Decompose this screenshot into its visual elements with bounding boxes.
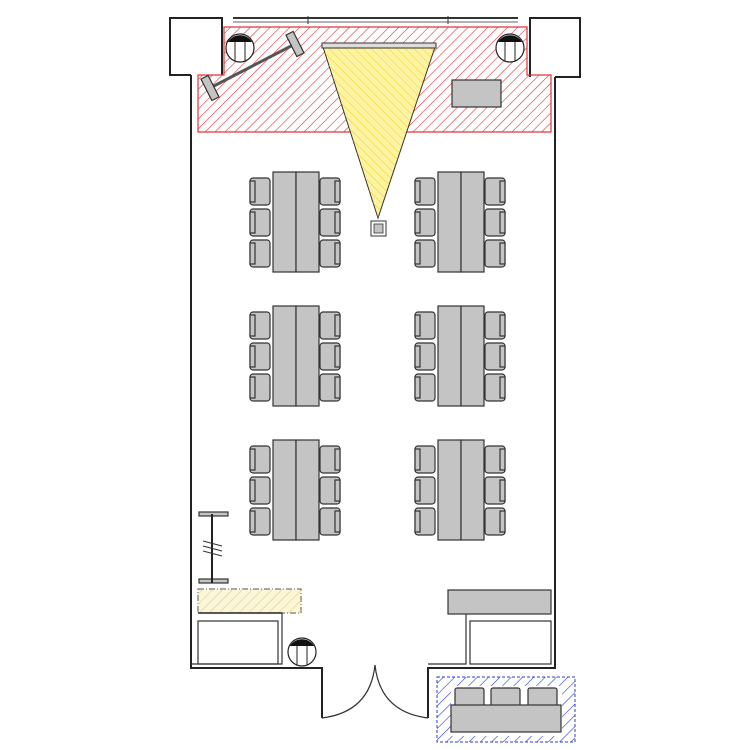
table-group (249, 439, 341, 541)
table-group (249, 305, 341, 407)
closet-right (469, 620, 552, 665)
chair-back (414, 376, 421, 399)
coat-rack (198, 511, 229, 584)
counter-right (447, 589, 552, 615)
table (272, 439, 297, 541)
chair-back (499, 180, 506, 203)
chair-back (334, 479, 341, 502)
chair-back (414, 314, 421, 337)
chair-back (499, 448, 506, 471)
chair-back (414, 211, 421, 234)
table (272, 305, 297, 407)
window-wall (169, 16, 581, 78)
table (437, 439, 462, 541)
chair-back (499, 211, 506, 234)
table (295, 305, 320, 407)
chair-back (414, 345, 421, 368)
table-group (414, 439, 506, 541)
chair-back (334, 345, 341, 368)
chair-back (499, 479, 506, 502)
chair-back (334, 211, 341, 234)
chair-back (249, 211, 256, 234)
speaker-icon (495, 33, 525, 63)
chair-back (334, 314, 341, 337)
chair-back (499, 314, 506, 337)
table-group (414, 305, 506, 407)
speaker-icon (287, 637, 317, 667)
chair-back (249, 180, 256, 203)
table (295, 171, 320, 273)
chair-back (249, 510, 256, 533)
chair-back (414, 448, 421, 471)
chair-back (249, 376, 256, 399)
table (460, 305, 485, 407)
chair-back (499, 376, 506, 399)
table (437, 305, 462, 407)
table-group (249, 171, 341, 273)
sofa (450, 686, 562, 736)
table (272, 171, 297, 273)
lectern (451, 79, 502, 108)
double-door[interactable] (321, 664, 429, 719)
projection-screen (321, 42, 437, 49)
chair-back (334, 376, 341, 399)
table (295, 439, 320, 541)
room-walls (190, 75, 323, 718)
chair-back (499, 345, 506, 368)
table (437, 171, 462, 273)
whiteboard-stand (200, 30, 305, 102)
table (460, 171, 485, 273)
chair-back (249, 479, 256, 502)
chair-back (334, 510, 341, 533)
closet-left (197, 620, 279, 665)
chair-back (414, 180, 421, 203)
chair-back (249, 448, 256, 471)
chair-back (414, 479, 421, 502)
chair-back (414, 510, 421, 533)
chair-back (334, 180, 341, 203)
chair-back (249, 345, 256, 368)
chair-back (499, 510, 506, 533)
table-group (414, 171, 506, 273)
chair-back (414, 242, 421, 265)
chair-back (499, 242, 506, 265)
chair-back (249, 242, 256, 265)
chair-back (249, 314, 256, 337)
chair-back (334, 242, 341, 265)
table (460, 439, 485, 541)
speaker-icon (225, 33, 255, 63)
chair-back (334, 448, 341, 471)
